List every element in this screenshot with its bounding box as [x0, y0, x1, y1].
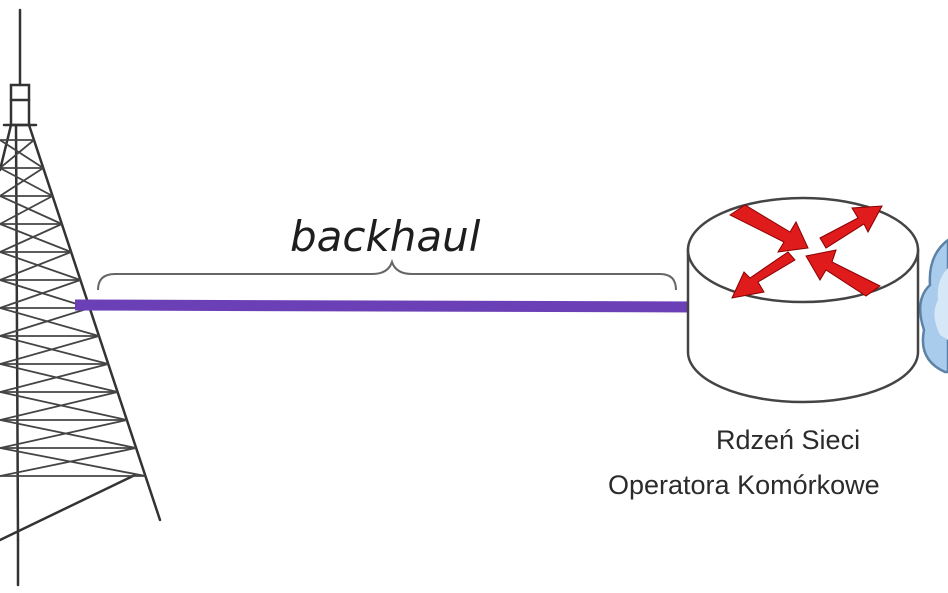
backhaul-label: backhaul	[290, 212, 481, 261]
cell-tower-icon	[0, 8, 162, 587]
core-network-label-line2: Operatora Komórkowe	[608, 470, 880, 500]
cell-tower-lattice	[0, 139, 146, 477]
router-icon	[686, 196, 920, 404]
backhaul-brace	[97, 258, 677, 291]
core-network-label-line1: Rdzeń Sieci	[716, 425, 861, 455]
cloud-icon	[918, 238, 948, 374]
backhaul-link	[74, 299, 698, 313]
